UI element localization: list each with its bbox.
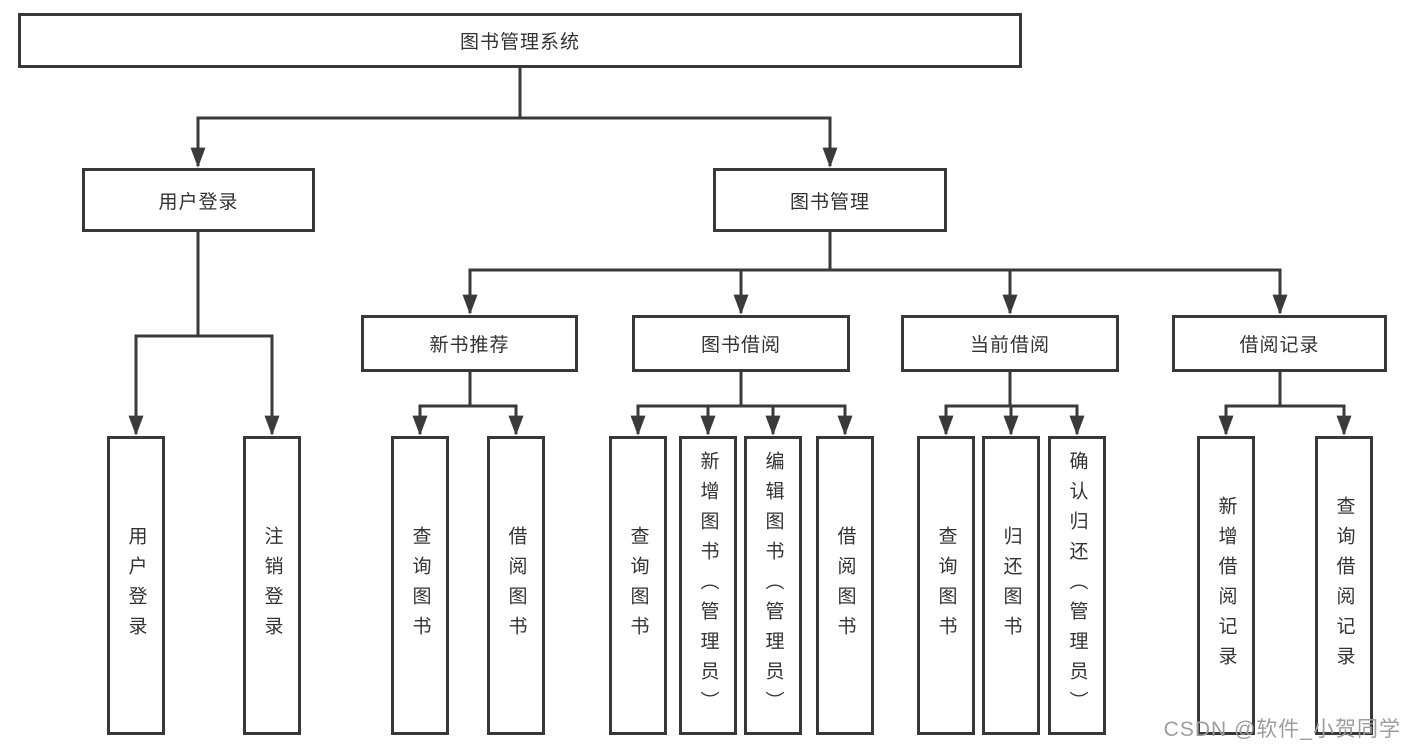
leaf-borrow-book-recommend: 借阅图书 <box>487 436 545 735</box>
node-book-borrow-label: 图书借阅 <box>700 335 781 356</box>
leaf-add-book-admin: 新增图书（管理员） <box>679 436 737 735</box>
leaf-confirm-return-admin-label: 确认归还（管理员） <box>1066 450 1088 721</box>
node-book-management: 图书管理 <box>713 168 947 232</box>
node-book-management-label: 图书管理 <box>789 191 870 213</box>
node-borrow-records-label: 借阅记录 <box>1239 335 1320 356</box>
node-user-login: 用户登录 <box>82 168 315 232</box>
leaf-logout: 注销登录 <box>243 436 301 735</box>
leaf-query-borrow-record-label: 查询借阅记录 <box>1333 495 1355 676</box>
node-borrow-records: 借阅记录 <box>1172 315 1387 372</box>
leaf-add-borrow-record: 新增借阅记录 <box>1197 436 1255 735</box>
leaf-query-book-borrow: 查询图书 <box>609 436 667 735</box>
leaf-query-book-current: 查询图书 <box>917 436 975 735</box>
leaf-user-login-label: 用户登录 <box>125 525 147 646</box>
node-root-label: 图书管理系统 <box>459 32 580 53</box>
leaf-query-book-borrow-label: 查询图书 <box>627 525 649 646</box>
leaf-query-book-recommend-label: 查询图书 <box>409 525 431 646</box>
leaf-add-borrow-record-label: 新增借阅记录 <box>1215 495 1237 676</box>
node-new-book-recommend-label: 新书推荐 <box>429 335 510 356</box>
node-new-book-recommend: 新书推荐 <box>361 315 578 372</box>
node-current-borrow: 当前借阅 <box>901 315 1119 372</box>
node-book-borrow: 图书借阅 <box>632 315 850 372</box>
csdn-watermark: CSDN @软件_小贺同学 <box>1163 718 1401 741</box>
node-root: 图书管理系统 <box>18 13 1022 68</box>
node-user-login-label: 用户登录 <box>158 191 239 213</box>
leaf-add-book-admin-label: 新增图书（管理员） <box>697 450 719 721</box>
leaf-edit-book-admin-label: 编辑图书（管理员） <box>762 450 784 721</box>
leaf-query-borrow-record: 查询借阅记录 <box>1315 436 1373 735</box>
node-current-borrow-label: 当前借阅 <box>969 335 1050 356</box>
leaf-borrow-book-label: 借阅图书 <box>834 525 856 646</box>
leaf-borrow-book: 借阅图书 <box>816 436 874 735</box>
leaf-logout-label: 注销登录 <box>261 525 283 646</box>
leaf-borrow-book-recommend-label: 借阅图书 <box>505 525 527 646</box>
leaf-user-login: 用户登录 <box>107 436 165 735</box>
leaf-query-book-current-label: 查询图书 <box>935 525 957 646</box>
leaf-confirm-return-admin: 确认归还（管理员） <box>1048 436 1106 735</box>
leaf-return-book: 归还图书 <box>982 436 1040 735</box>
leaf-edit-book-admin: 编辑图书（管理员） <box>744 436 802 735</box>
leaf-query-book-recommend: 查询图书 <box>391 436 449 735</box>
leaf-return-book-label: 归还图书 <box>1000 525 1022 646</box>
